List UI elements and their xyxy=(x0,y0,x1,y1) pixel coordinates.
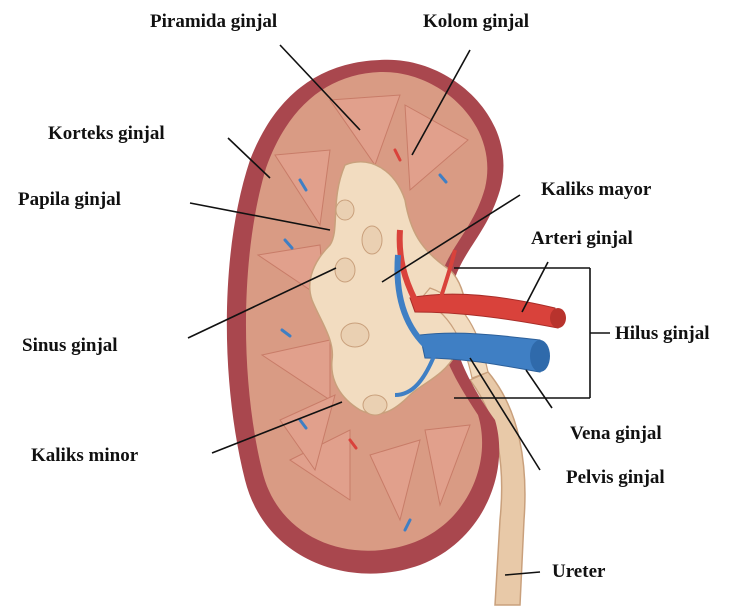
label-kaliks-mayor: Kaliks mayor xyxy=(541,179,652,200)
label-ureter: Ureter xyxy=(552,561,606,582)
label-sinus-ginjal: Sinus ginjal xyxy=(22,335,118,356)
label-pelvis-ginjal: Pelvis ginjal xyxy=(566,467,665,488)
label-piramida-ginjal: Piramida ginjal xyxy=(150,11,277,32)
label-kaliks-minor: Kaliks minor xyxy=(31,445,139,466)
label-kolom-ginjal: Kolom ginjal xyxy=(423,11,529,32)
label-korteks-ginjal: Korteks ginjal xyxy=(48,123,165,144)
label-vena-ginjal: Vena ginjal xyxy=(570,423,662,444)
label-arteri-ginjal: Arteri ginjal xyxy=(531,228,633,249)
label-papila-ginjal: Papila ginjal xyxy=(18,189,121,210)
label-hilus-ginjal: Hilus ginjal xyxy=(615,323,710,344)
